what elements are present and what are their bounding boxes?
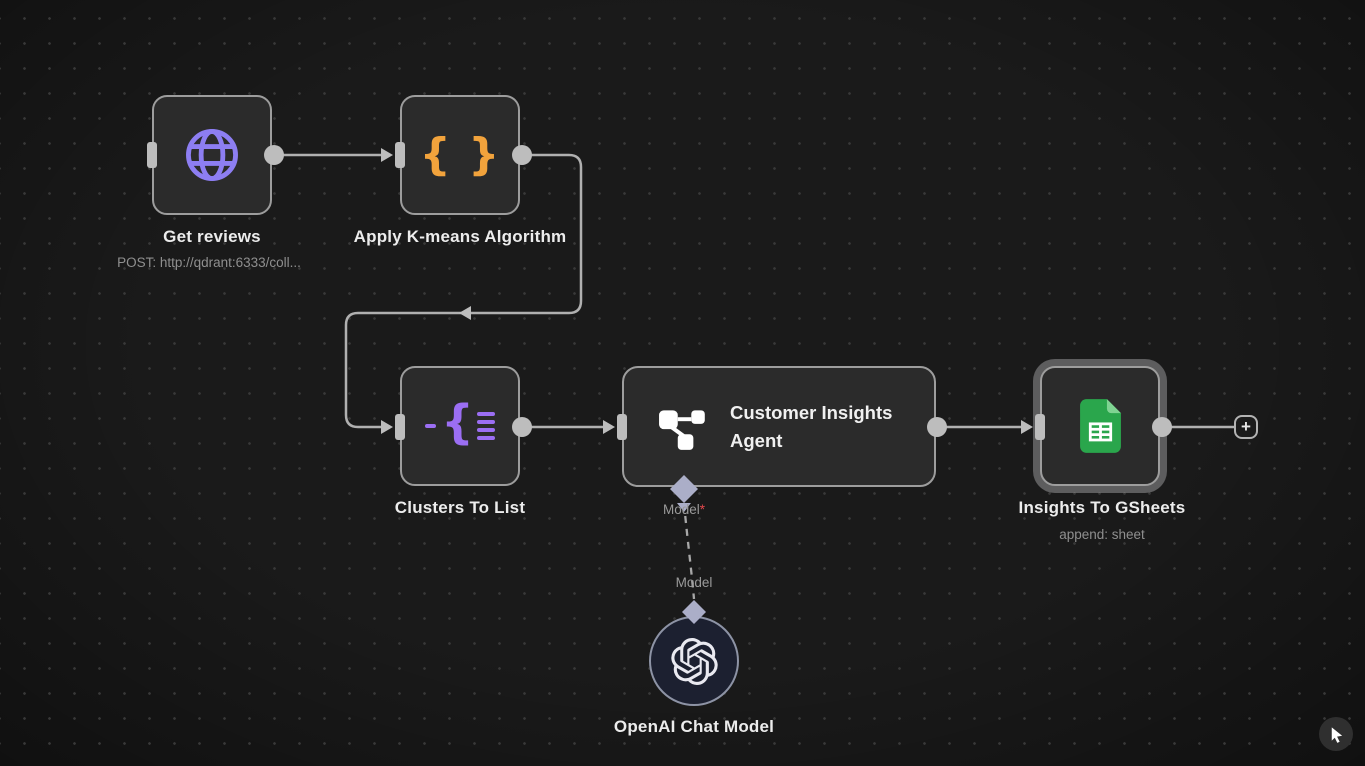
node-label-openai-chat-model: OpenAI Chat Model xyxy=(613,717,775,736)
node-label-get-reviews: Get reviews xyxy=(163,227,261,246)
node-label-insights-to-gsheets: Insights To GSheets xyxy=(1018,498,1186,517)
model-port-label-openai: Model xyxy=(675,575,713,590)
node-customer-insights-agent[interactable]: Customer Insights Agent xyxy=(622,366,936,487)
google-sheets-icon xyxy=(1079,399,1121,453)
agent-node-title: Customer Insights Agent xyxy=(730,401,893,451)
openai-icon xyxy=(670,637,718,685)
node-label-apply-kmeans: Apply K-means Algorithm xyxy=(353,227,567,246)
node-apply-kmeans[interactable]: { } xyxy=(400,95,520,215)
node-insights-to-gsheets[interactable] xyxy=(1040,366,1160,486)
agent-icon xyxy=(659,409,705,450)
arrowhead-into-agent xyxy=(603,420,615,434)
code-braces-icon: { } xyxy=(419,129,501,180)
node-subtitle-insights-to-gsheets: append: sheet xyxy=(1059,527,1145,542)
node-label-clusters-to-list: Clusters To List xyxy=(394,498,526,517)
node-openai-chat-model[interactable] xyxy=(649,616,739,706)
node-subtitle-get-reviews: POST: http://qdrant:6333/coll... xyxy=(117,255,301,270)
node-clusters-to-list[interactable]: { xyxy=(400,366,520,486)
cursor-icon xyxy=(1331,726,1342,743)
globe-icon xyxy=(186,129,238,181)
pointer-mode-button[interactable] xyxy=(1319,717,1353,751)
arrowhead-into-gsheets xyxy=(1021,420,1033,434)
arrowhead-into-clusters xyxy=(381,420,393,434)
required-asterisk: * xyxy=(699,502,706,517)
model-port-label-agent: Model* xyxy=(662,502,706,517)
add-node-button[interactable]: + xyxy=(1234,415,1258,439)
arrowhead-kmeans-loop xyxy=(459,306,471,320)
list-split-icon: { xyxy=(425,399,495,446)
node-get-reviews[interactable] xyxy=(152,95,272,215)
arrowhead-into-kmeans xyxy=(381,148,393,162)
